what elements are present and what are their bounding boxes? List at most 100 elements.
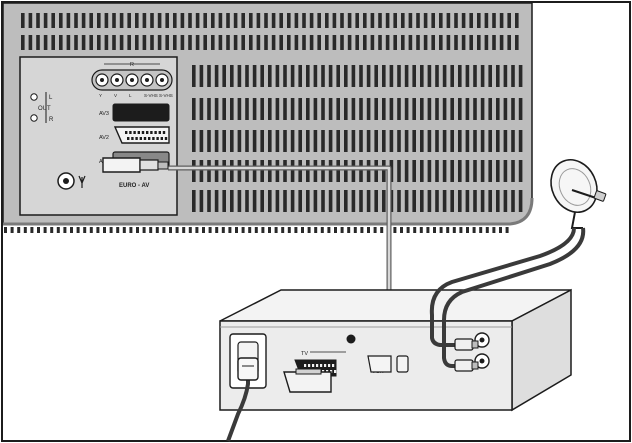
- audio-out-r-label: R: [49, 117, 54, 123]
- scart-pin: [150, 131, 153, 134]
- vent-slot: [366, 98, 371, 120]
- vent-slot: [252, 65, 257, 87]
- vent-slot: [150, 13, 154, 28]
- vent-slot: [97, 13, 101, 28]
- vent-slot: [484, 13, 489, 28]
- rca-jack-center: [130, 78, 134, 82]
- vent-slot: [351, 98, 356, 120]
- vent-slot: [378, 35, 382, 50]
- vent-slot: [374, 98, 378, 120]
- vent-slot: [340, 13, 344, 28]
- av2-socket[interactable]: [113, 126, 170, 144]
- vent-slot: [336, 98, 340, 120]
- vent-slot: [344, 98, 348, 120]
- euro-av-label: EURO - AV: [119, 183, 149, 189]
- vent-slot: [518, 65, 523, 87]
- scart-pin: [334, 370, 337, 373]
- vent-slot: [298, 160, 302, 182]
- vent-slot: [149, 227, 153, 233]
- vent-slot: [298, 190, 302, 212]
- vent-slot: [252, 130, 257, 152]
- lnb-input-2-center: [479, 358, 485, 364]
- vent-slot: [142, 227, 146, 233]
- scart-vcr-socket[interactable]: [367, 355, 392, 373]
- vent-slot: [51, 13, 55, 28]
- vent-slot: [43, 35, 48, 50]
- scart-tv-label: TV: [301, 351, 308, 357]
- scart-pin: [148, 137, 151, 140]
- vent-slot: [465, 130, 470, 152]
- vent-slot: [473, 160, 477, 182]
- vent-slot: [412, 98, 416, 120]
- vent-slot: [226, 35, 230, 50]
- vent-slot: [347, 35, 352, 50]
- vent-slot: [294, 227, 298, 233]
- vent-slot: [328, 160, 333, 182]
- vent-slot: [36, 35, 40, 50]
- vent-slot: [274, 227, 278, 233]
- scart-pin: [154, 131, 157, 134]
- vent-slot: [412, 65, 416, 87]
- vent-slot: [351, 190, 356, 212]
- vent-slot: [199, 190, 204, 212]
- vent-slot: [469, 35, 473, 50]
- vent-slot: [211, 35, 215, 50]
- vent-slot: [427, 160, 432, 182]
- vent-slot: [515, 13, 519, 28]
- vent-slot: [314, 227, 318, 233]
- vent-slot: [157, 35, 162, 50]
- vent-slot: [97, 35, 101, 50]
- vent-slot: [104, 13, 109, 28]
- vent-slot: [505, 227, 509, 233]
- vent-slot: [252, 160, 257, 182]
- vent-slot: [268, 65, 272, 87]
- vent-slot: [511, 65, 515, 87]
- vent-slot: [237, 160, 242, 182]
- av2-socket-pins: [125, 131, 168, 140]
- vent-slot: [332, 35, 337, 50]
- scart-vcr-socket-small[interactable]: [396, 355, 409, 373]
- vent-slot: [431, 13, 435, 28]
- vent-slot: [465, 98, 470, 120]
- vent-slot: [355, 35, 359, 50]
- vent-slot: [511, 98, 515, 120]
- vent-slot: [423, 13, 428, 28]
- vent-grille-top: [21, 13, 519, 50]
- receiver-audio-jack[interactable]: [346, 334, 356, 344]
- vent-slot: [389, 98, 394, 120]
- audio-out-l-jack[interactable]: [30, 93, 38, 101]
- vent-slot: [252, 98, 257, 120]
- scart-pin: [141, 131, 145, 134]
- scart-pin: [308, 364, 311, 367]
- rca-jack-center: [160, 78, 164, 82]
- vent-slot: [290, 130, 295, 152]
- vent-slot: [275, 65, 280, 87]
- vent-slot: [199, 160, 204, 182]
- vent-slot: [268, 160, 272, 182]
- vent-slot: [241, 13, 245, 28]
- vent-slot: [230, 130, 234, 152]
- vent-slot: [103, 227, 106, 233]
- vent-slot: [431, 35, 435, 50]
- vent-slot: [484, 35, 489, 50]
- audio-out-r-jack[interactable]: [30, 114, 38, 122]
- scart-pin: [164, 137, 168, 140]
- vent-slot: [344, 65, 348, 87]
- av3-socket[interactable]: [112, 103, 170, 122]
- vent-slot: [408, 35, 413, 50]
- vent-slot: [249, 13, 253, 28]
- vent-slot: [321, 98, 325, 120]
- av3-label: AV3: [99, 111, 109, 117]
- vent-slot: [199, 65, 204, 87]
- vent-slot: [515, 35, 519, 50]
- dish-lnb: [593, 190, 607, 202]
- vent-slot: [499, 13, 504, 28]
- vent-slot: [290, 65, 295, 87]
- vent-slot: [271, 13, 276, 28]
- vent-slot: [488, 130, 492, 152]
- vent-slot: [393, 13, 397, 28]
- vent-slot: [21, 13, 25, 28]
- vent-slot: [401, 13, 405, 28]
- vent-slot: [389, 130, 394, 152]
- dish-inner: [558, 168, 592, 206]
